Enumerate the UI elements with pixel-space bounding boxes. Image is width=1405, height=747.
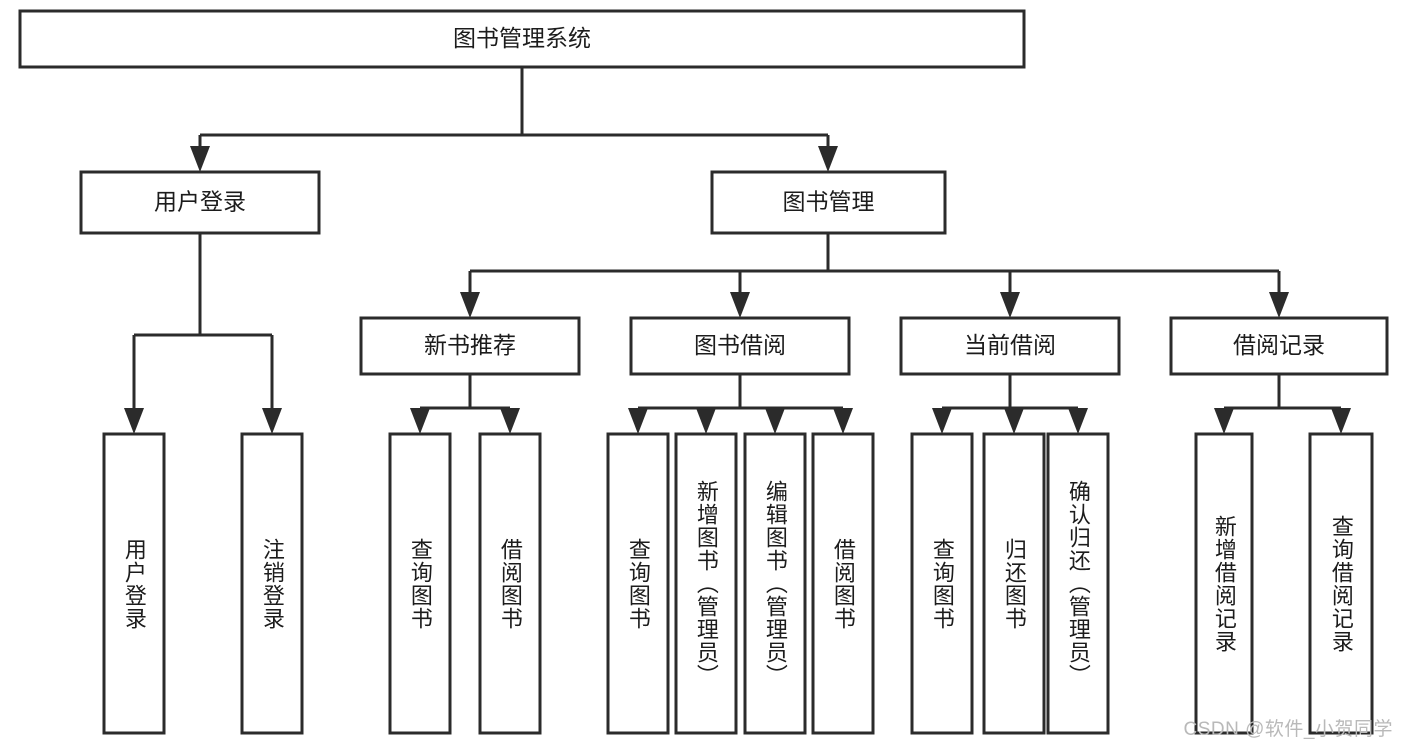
arrow-head-icon (833, 408, 853, 434)
connector-group-新书推荐 (410, 374, 520, 434)
node-leaf-注销登录-1[interactable] (240, 432, 304, 735)
watermark-text: CSDN @软件_小贺同学 (1183, 719, 1393, 740)
connector-layer (124, 67, 1351, 434)
node-l3-借阅记录-3[interactable] (1169, 316, 1389, 376)
node-leaf-确认归还管理员-10[interactable] (1046, 432, 1110, 735)
node-leaf-查询图书-8[interactable] (910, 432, 974, 735)
node-l3-图书借阅-1-label: 图书借阅 (694, 332, 786, 358)
arrow-head-icon (696, 408, 716, 434)
arrow-head-icon (500, 408, 520, 434)
node-l3-当前借阅-2[interactable] (899, 316, 1121, 376)
node-l2-用户登录-0[interactable] (79, 170, 321, 235)
arrow-head-icon (1004, 408, 1024, 434)
connector-group-图书管理 (460, 233, 1289, 318)
node-leaf-查询图书-4[interactable] (606, 432, 670, 735)
connector-group-当前借阅 (932, 374, 1088, 434)
arrow-head-icon (262, 408, 282, 434)
node-l3-新书推荐-0[interactable] (359, 316, 581, 376)
node-l3-当前借阅-2-label: 当前借阅 (964, 332, 1056, 358)
connector-group-用户登录 (124, 233, 282, 434)
node-leaf-新增借阅记录-11[interactable] (1194, 432, 1254, 735)
arrow-head-icon (410, 408, 430, 434)
node-l3-图书借阅-1[interactable] (629, 316, 851, 376)
arrow-head-icon (818, 146, 838, 172)
arrow-head-icon (730, 292, 750, 318)
node-l3-借阅记录-3-label: 借阅记录 (1233, 332, 1325, 358)
node-leaf-归还图书-9[interactable] (982, 432, 1046, 735)
node-root-图书管理系统-0-label: 图书管理系统 (453, 25, 591, 51)
arrow-head-icon (1331, 408, 1351, 434)
connector-group-借阅记录 (1214, 374, 1351, 434)
arrow-head-icon (1269, 292, 1289, 318)
arrow-head-icon (190, 146, 210, 172)
node-leaf-查询图书-2[interactable] (388, 432, 452, 735)
node-leaf-借阅图书-3[interactable] (478, 432, 542, 735)
node-leaf-用户登录-0[interactable] (102, 432, 166, 735)
arrow-head-icon (124, 408, 144, 434)
node-l2-图书管理-1[interactable] (710, 170, 947, 235)
arrow-head-icon (932, 408, 952, 434)
node-leaf-借阅图书-7[interactable] (811, 432, 875, 735)
node-l2-用户登录-0-label: 用户登录 (154, 189, 246, 215)
node-root-图书管理系统-0[interactable] (18, 9, 1026, 69)
node-box-layer (18, 9, 1389, 735)
node-leaf-查询借阅记录-12[interactable] (1308, 432, 1374, 735)
arrow-head-icon (1068, 408, 1088, 434)
node-leaf-编辑图书管理员-6[interactable] (743, 432, 807, 735)
arrow-head-icon (628, 408, 648, 434)
node-l3-新书推荐-0-label: 新书推荐 (424, 332, 516, 358)
arrow-head-icon (1000, 292, 1020, 318)
connector-group-图书借阅 (628, 374, 853, 434)
node-l2-图书管理-1-label: 图书管理 (783, 189, 875, 215)
arrow-head-icon (460, 292, 480, 318)
arrow-head-icon (765, 408, 785, 434)
connector-group-图书管理系统 (190, 67, 838, 172)
arrow-head-icon (1214, 408, 1234, 434)
node-leaf-新增图书管理员-5[interactable] (674, 432, 738, 735)
